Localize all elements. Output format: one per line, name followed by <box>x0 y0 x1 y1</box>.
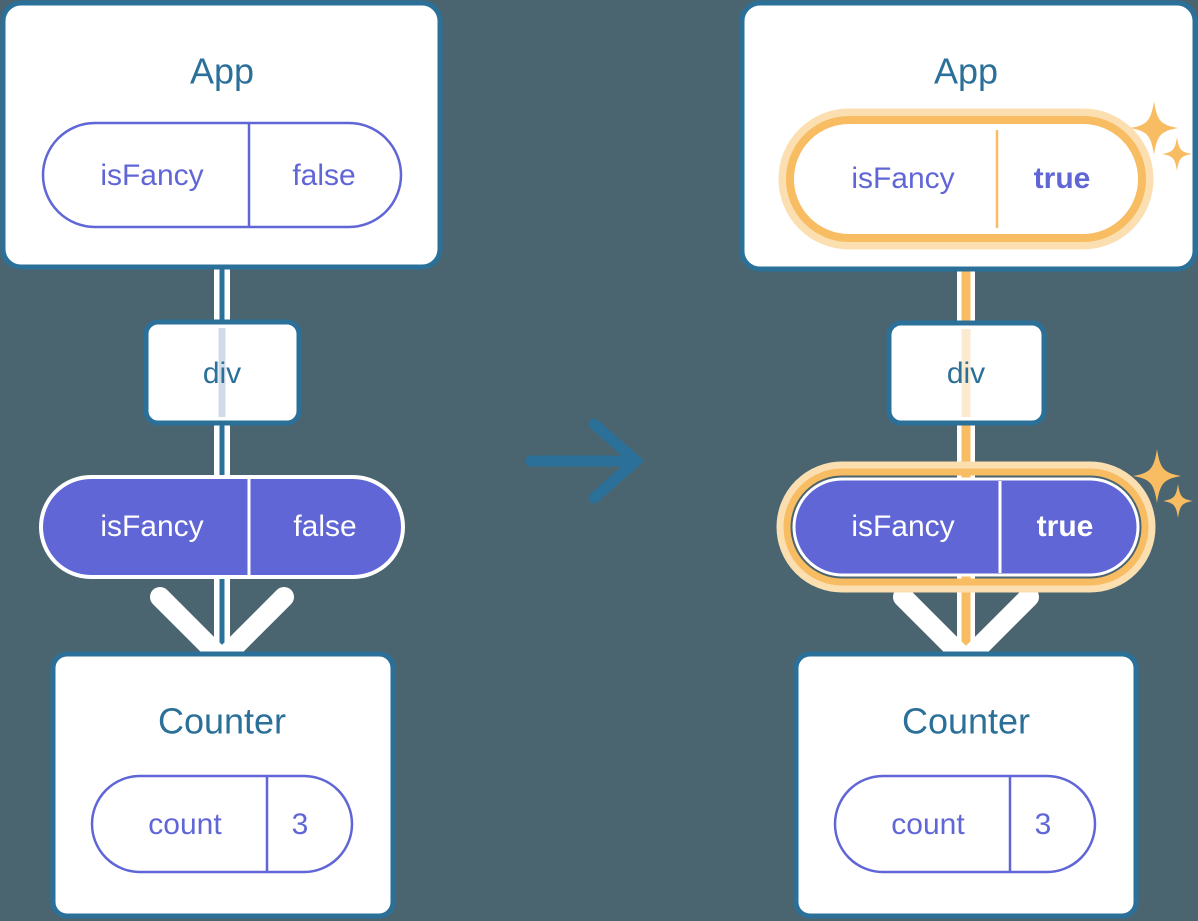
prop-pill-after[interactable]: isFancy true <box>776 461 1156 593</box>
prop-pill-highlight-ring <box>783 468 1149 586</box>
prop-pill-shape[interactable] <box>792 477 1140 577</box>
app-pill-after[interactable]: isFancy true <box>778 108 1154 250</box>
app-pill-name: isFancy <box>100 159 203 192</box>
div-box-label: div <box>203 357 241 390</box>
sparkle-app-pill <box>1130 101 1192 171</box>
counter-pill-value: 3 <box>1035 808 1052 841</box>
counter-pill-value: 3 <box>292 808 309 841</box>
app-pill-shape[interactable] <box>786 116 1146 242</box>
arrow-right-icon-head <box>588 418 645 504</box>
app-pill-shape[interactable] <box>41 121 403 229</box>
counter-pill-after[interactable]: count 3 <box>833 774 1097 874</box>
prop-pill-glow-ring <box>776 461 1156 593</box>
prop-pill-shape[interactable] <box>39 475 405 579</box>
app-pill-before[interactable]: isFancy false <box>41 121 403 229</box>
prop-pill-before[interactable]: isFancy false <box>39 475 405 579</box>
connector-after <box>941 232 991 682</box>
sparkle-icon-small <box>1163 484 1193 518</box>
app-pill-value: true <box>1034 162 1091 195</box>
counter-pill-name: count <box>148 808 222 841</box>
app-pill-name: isFancy <box>851 162 954 195</box>
prop-pill-value: true <box>1037 510 1094 543</box>
panel-before: App isFancy false div isFancy f <box>0 0 443 919</box>
prop-pill-name: isFancy <box>100 510 203 543</box>
app-box-label: App <box>190 51 254 92</box>
sparkle-icon-large <box>1130 101 1178 155</box>
counter-pill-before[interactable]: count 3 <box>90 774 354 874</box>
transition-arrow <box>525 418 645 504</box>
div-box-after: div <box>886 320 1047 426</box>
counter-pill-shape[interactable] <box>833 774 1097 874</box>
app-box-label: App <box>934 51 998 92</box>
prop-pill-value: false <box>293 510 356 543</box>
sparkle-icon-large <box>1133 449 1181 503</box>
sparkle-icon-small <box>1162 137 1192 171</box>
app-pill-value: false <box>292 159 355 192</box>
prop-pill-name: isFancy <box>851 510 954 543</box>
div-box-before: div <box>143 319 302 426</box>
counter-box-label: Counter <box>158 701 286 742</box>
counter-pill-name: count <box>891 808 965 841</box>
sparkle-prop-pill <box>1133 449 1193 518</box>
counter-pill-shape[interactable] <box>90 774 354 874</box>
div-box-label: div <box>947 357 985 390</box>
counter-box-label: Counter <box>902 701 1030 742</box>
panel-after: App isFancy true div <box>739 0 1198 919</box>
